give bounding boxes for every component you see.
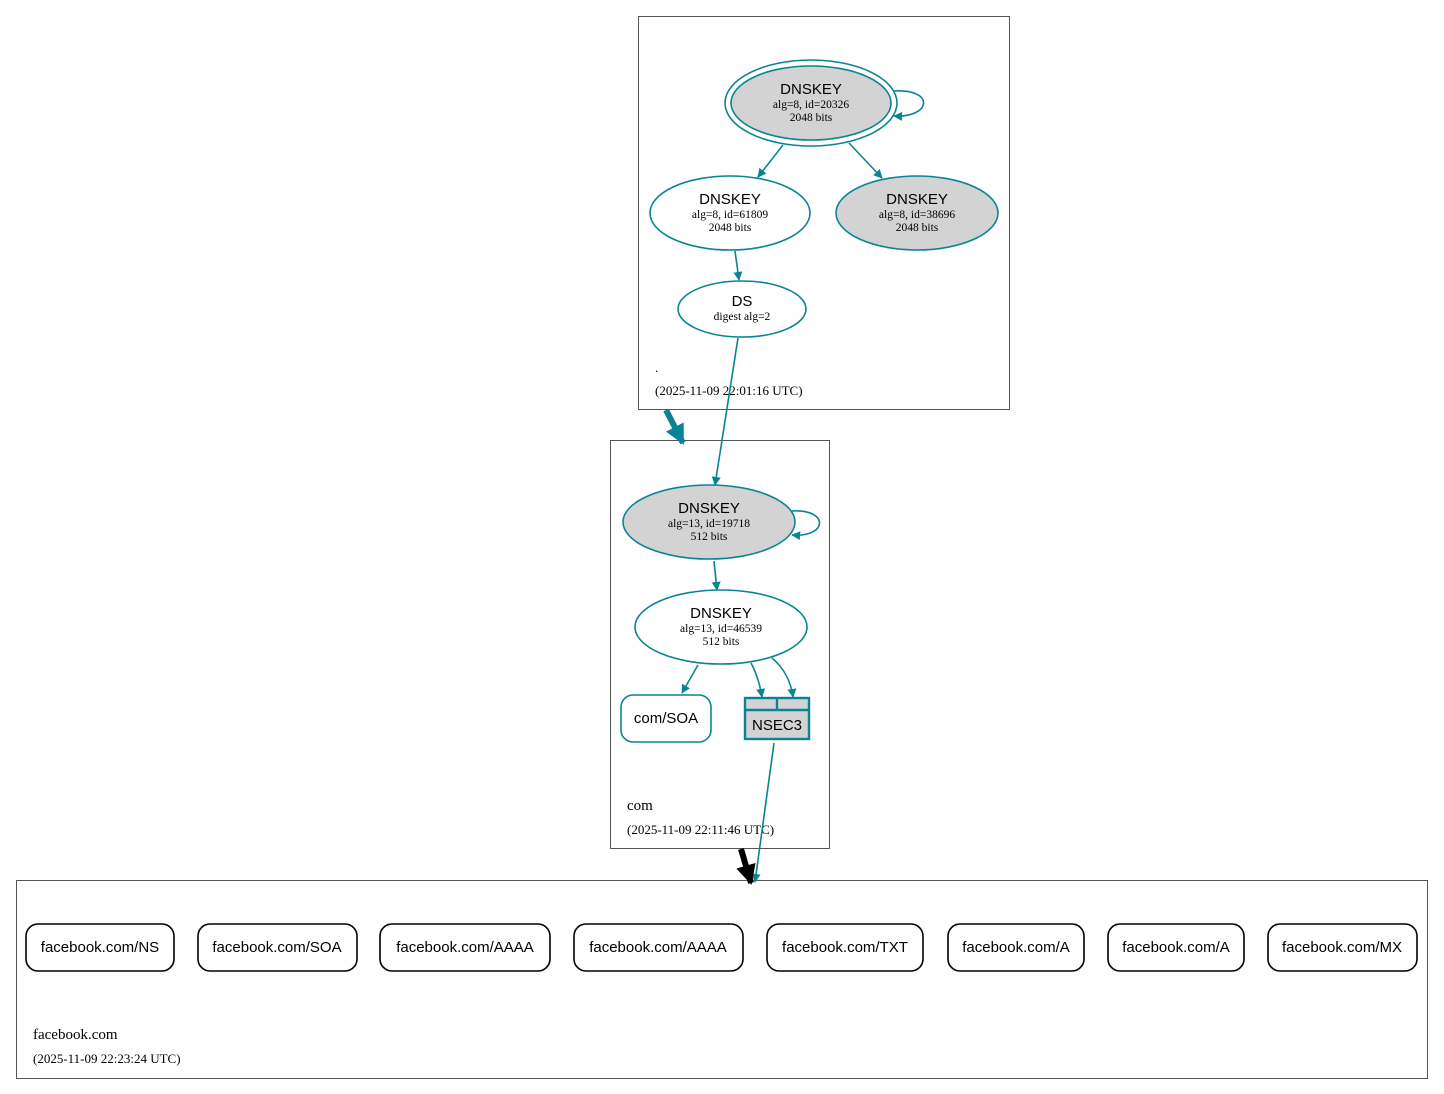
record-node[interactable]: facebook.com/A bbox=[947, 923, 1085, 972]
zone-root-name: . bbox=[655, 360, 658, 375]
zone-facebook-timestamp: (2025-11-09 22:23:24 UTC) bbox=[33, 1051, 181, 1066]
record-label: facebook.com/AAAA bbox=[396, 939, 534, 956]
edge-root-ksk-self bbox=[892, 90, 925, 121]
edge-root-ksk-key3 bbox=[848, 142, 883, 179]
node-root-zsk-title: DNSKEY bbox=[699, 191, 761, 208]
node-root-key3-line2: 2048 bits bbox=[896, 222, 939, 234]
record-label: facebook.com/A bbox=[1122, 939, 1230, 956]
node-root-zsk[interactable]: DNSKEY alg=8, id=61809 2048 bits bbox=[649, 175, 811, 251]
zone-facebook: facebook.com (2025-11-09 22:23:24 UTC) bbox=[16, 880, 1428, 1079]
node-com-soa-label: com/SOA bbox=[634, 710, 698, 727]
zone-facebook-name: facebook.com bbox=[33, 1027, 118, 1043]
edge-delegation-root-com bbox=[663, 408, 686, 445]
edge-root-zsk-ds bbox=[733, 250, 743, 281]
record-node[interactable]: facebook.com/TXT bbox=[766, 923, 924, 972]
node-root-zsk-line1: alg=8, id=61809 bbox=[692, 209, 768, 221]
node-com-ksk-title: DNSKEY bbox=[678, 500, 740, 517]
edge-com-ksk-self bbox=[789, 510, 821, 541]
record-label: facebook.com/A bbox=[962, 939, 1070, 956]
node-com-nsec3-label: NSEC3 bbox=[752, 717, 802, 734]
node-root-key3[interactable]: DNSKEY alg=8, id=38696 2048 bits bbox=[835, 175, 999, 251]
facebook-records: facebook.com/NS facebook.com/SOA faceboo… bbox=[25, 923, 1418, 972]
edge-com-zsk-soa bbox=[681, 664, 699, 694]
node-root-key3-line1: alg=8, id=38696 bbox=[879, 209, 955, 221]
edges bbox=[663, 90, 925, 885]
node-com-zsk-title: DNSKEY bbox=[690, 605, 752, 622]
record-node[interactable]: facebook.com/MX bbox=[1267, 923, 1418, 972]
zone-com-timestamp: (2025-11-09 22:11:46 UTC) bbox=[627, 822, 774, 837]
record-node[interactable]: facebook.com/SOA bbox=[197, 923, 358, 972]
edge-com-zsk-nsec3-a bbox=[750, 662, 766, 698]
node-root-ksk[interactable]: DNSKEY alg=8, id=20326 2048 bits bbox=[724, 59, 898, 147]
record-label: facebook.com/MX bbox=[1282, 939, 1402, 956]
node-com-ksk[interactable]: DNSKEY alg=13, id=19718 512 bits bbox=[622, 484, 796, 560]
node-com-zsk-line2: 512 bits bbox=[703, 636, 740, 648]
node-com-nsec3[interactable]: NSEC3 bbox=[743, 696, 811, 741]
node-com-soa[interactable]: com/SOA bbox=[620, 694, 712, 743]
edge-com-zsk-nsec3-b bbox=[771, 657, 797, 698]
record-label: facebook.com/SOA bbox=[212, 939, 341, 956]
node-com-ksk-line1: alg=13, id=19718 bbox=[668, 518, 750, 530]
edge-ds-com-ksk bbox=[711, 337, 739, 486]
zone-facebook-box bbox=[16, 880, 1428, 1079]
node-com-ds[interactable]: DS digest alg=2 bbox=[677, 280, 807, 338]
record-node[interactable]: facebook.com/NS bbox=[25, 923, 175, 972]
node-root-ksk-title: DNSKEY bbox=[780, 81, 842, 98]
record-node[interactable]: facebook.com/AAAA bbox=[573, 923, 744, 972]
node-root-ksk-line1: alg=8, id=20326 bbox=[773, 99, 849, 111]
record-node[interactable]: facebook.com/A bbox=[1107, 923, 1245, 972]
node-root-key3-title: DNSKEY bbox=[886, 191, 948, 208]
node-root-zsk-line2: 2048 bits bbox=[709, 222, 752, 234]
zone-com-name: com bbox=[627, 798, 653, 814]
node-root-ksk-line2: 2048 bits bbox=[790, 112, 833, 124]
record-label: facebook.com/AAAA bbox=[589, 939, 727, 956]
record-node[interactable]: facebook.com/AAAA bbox=[379, 923, 551, 972]
node-com-ds-title: DS bbox=[732, 293, 753, 310]
edge-nsec3-facebook bbox=[751, 742, 775, 883]
record-label: facebook.com/NS bbox=[41, 939, 159, 956]
node-com-ksk-line2: 512 bits bbox=[691, 531, 728, 543]
node-com-zsk[interactable]: DNSKEY alg=13, id=46539 512 bits bbox=[634, 589, 808, 665]
edge-root-ksk-zsk bbox=[757, 144, 784, 178]
node-com-zsk-line1: alg=13, id=46539 bbox=[680, 623, 762, 635]
edge-com-ksk-zsk bbox=[711, 560, 721, 591]
zone-root-timestamp: (2025-11-09 22:01:16 UTC) bbox=[655, 383, 803, 398]
node-com-ds-line1: digest alg=2 bbox=[714, 311, 771, 323]
record-label: facebook.com/TXT bbox=[782, 939, 908, 956]
edge-delegation-com-facebook bbox=[736, 848, 756, 885]
